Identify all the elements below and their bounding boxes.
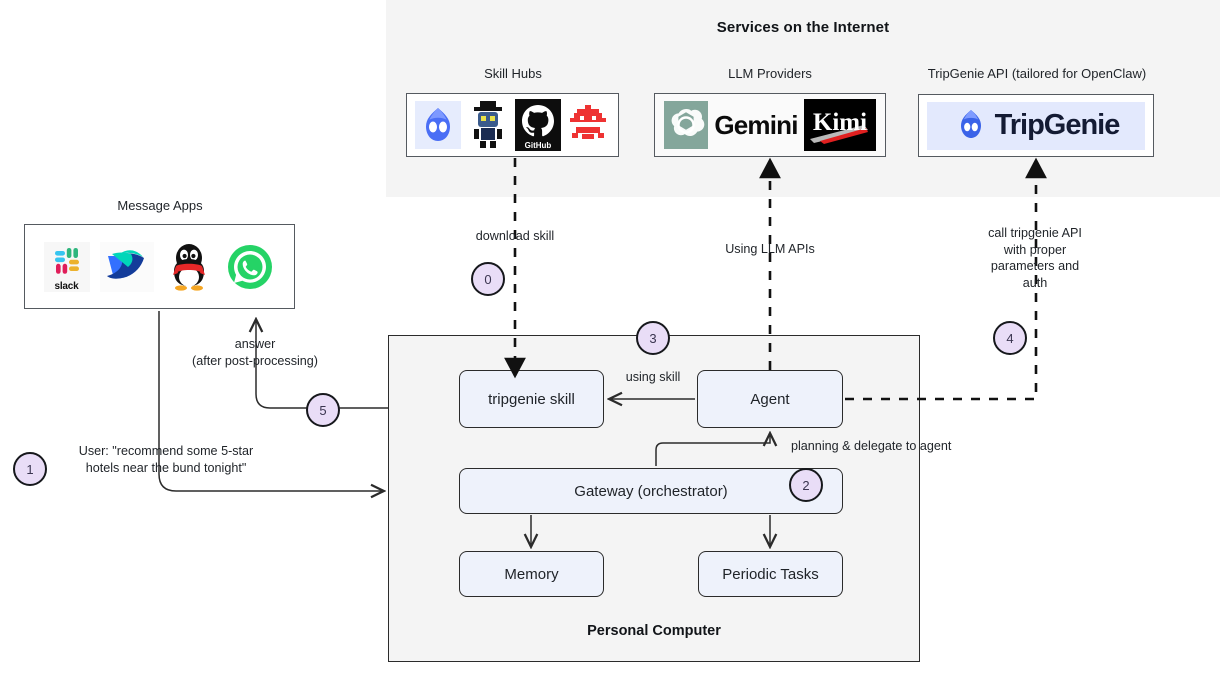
label-answer-line1: answer [234,337,276,351]
step-badge-0[interactable]: 0 [471,262,505,296]
node-agent[interactable]: Agent [697,370,843,428]
label-call-line2: with proper [1003,242,1067,257]
personal-computer-label: Personal Computer [587,623,721,639]
tripgenie-wordmark: TripGenie [994,109,1121,141]
message-apps-caption: Message Apps [117,198,203,213]
label-download-skill: download skill [475,229,555,243]
openai-icon [664,101,709,149]
skill-hubs-caption: Skill Hubs [484,66,542,81]
qq-penguin-icon [163,238,214,295]
svg-text:Kimi: Kimi [813,109,867,136]
crab-pixel-icon [564,100,611,150]
whatsapp-icon [223,240,276,293]
slack-wordmark: slack [54,280,79,292]
gemini-wordmark: Gemini [714,109,798,140]
slack-icon: slack [43,241,90,292]
llm-providers-logo-box: Gemini Kimi [654,93,886,157]
step-badge-1[interactable]: 1 [13,452,47,486]
step-badge-5[interactable]: 5 [306,393,340,427]
skill-hubs-logo-box: GitHub [406,93,619,157]
kimi-wordmark: Kimi [803,99,876,151]
lark-icon [99,241,154,292]
node-periodic-tasks[interactable]: Periodic Tasks [698,551,843,597]
label-user-line1: User: "recommend some 5-star [78,444,254,458]
svg-text:GitHub: GitHub [524,141,551,150]
panel-title: Services on the Internet [716,19,890,36]
label-call-tripgenie-api: call tripgenie API with proper parameter… [960,225,1110,292]
github-icon: GitHub [514,99,561,151]
tripgenie-banner: TripGenie [927,101,1145,150]
label-answer: answer (after post-processing) [174,336,336,369]
label-call-line3: parameters and [990,259,1080,274]
tripgenie-mascot-icon [953,107,989,145]
label-user-request: User: "recommend some 5-star hotels near… [52,443,280,476]
label-planning-delegate: planning & delegate to agent [791,439,952,453]
label-answer-line2: (after post-processing) [192,353,318,368]
step-badge-4[interactable]: 4 [993,321,1027,355]
label-using-skill: using skill [625,370,681,384]
step-badge-2[interactable]: 2 [789,468,823,502]
robot-hat-icon [464,99,511,151]
node-tripgenie-skill[interactable]: tripgenie skill [459,370,604,428]
label-call-line1: call tripgenie API [988,226,1082,240]
node-memory[interactable]: Memory [459,551,604,597]
label-call-line4: auth [1022,276,1048,291]
openclaw-mascot-icon [414,101,461,149]
label-using-llm-apis: Using LLM APIs [725,242,815,256]
step-badge-3[interactable]: 3 [636,321,670,355]
tripgenie-api-caption: TripGenie API (tailored for OpenClaw) [927,66,1147,81]
llm-providers-caption: LLM Providers [728,66,812,81]
tripgenie-logo-box: TripGenie [918,94,1154,157]
message-apps-logo-box: slack [24,224,295,309]
node-gateway[interactable]: Gateway (orchestrator) [459,468,843,514]
label-user-line2: hotels near the bund tonight" [85,460,247,475]
